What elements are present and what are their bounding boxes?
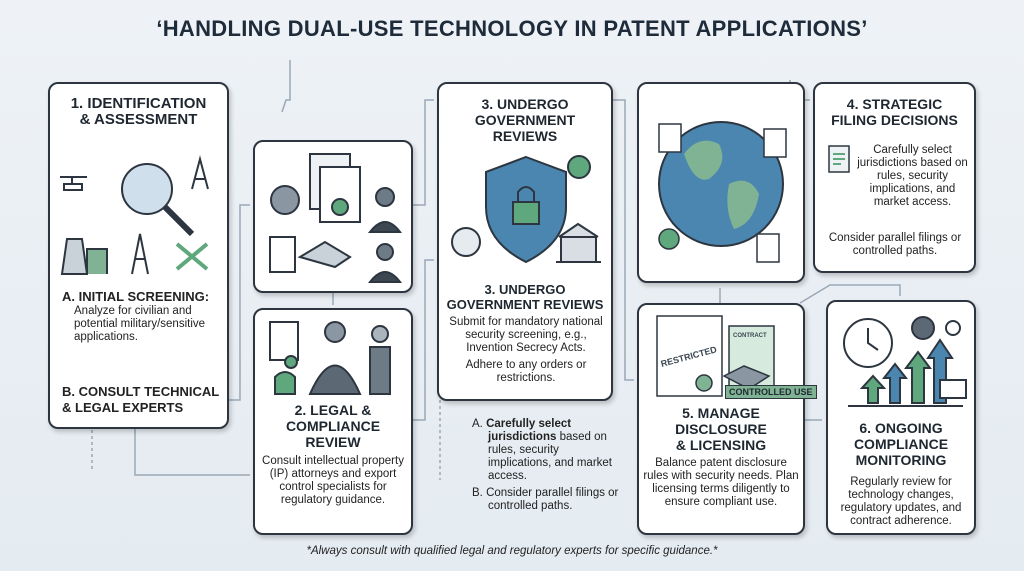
initial-screening-text: Analyze for civilian and potential milit… — [74, 305, 206, 343]
side-notes: A. Carefully select jurisdictions based … — [472, 418, 622, 517]
step3-title: 3. UNDERGO GOVERNMENT REVIEWS — [474, 96, 576, 144]
step5-card: RESTRICTED CONTRACT CONTROLLED USE 5. MA… — [637, 303, 817, 535]
contract-label: CONTRACT — [733, 333, 767, 339]
initial-screening-title: A. INITIAL SCREENING: — [62, 289, 210, 304]
shield-lock-icon — [451, 155, 601, 264]
step2-illustration-card — [253, 140, 413, 293]
side-note-a: A. Carefully select jurisdictions based … — [472, 418, 612, 482]
step2-card: 2. LEGAL & COMPLIANCE REVIEW Consult int… — [253, 308, 413, 535]
step2-text: Consult intellectual property (IP) attor… — [262, 455, 404, 506]
step2-title: 2. LEGAL & COMPLIANCE REVIEW — [285, 402, 381, 450]
screening-illustration-icon — [60, 155, 209, 275]
side-note-a-bold: Carefully select jurisdictions — [486, 418, 572, 443]
clock-gears-arrows-icon — [843, 316, 967, 407]
step3-subtitle: 3. UNDERGO GOVERNMENT REVIEWS — [446, 282, 604, 312]
step3-text2: Adhere to any orders or restrictions. — [465, 359, 587, 384]
contract-handshake-icon: RESTRICTED CONTRACT — [656, 315, 775, 397]
globe-icon — [658, 121, 787, 263]
legal-professionals-icon — [269, 321, 391, 395]
step4-card: 4. STRATEGIC FILING DECISIONS Carefully … — [813, 82, 976, 273]
controlled-use-label: CONTROLLED USE — [725, 385, 817, 399]
step3-card: 3. UNDERGO GOVERNMENT REVIEWS 3. UNDERGO… — [437, 82, 613, 401]
step4-title: 4. STRATEGIC FILING DECISIONS — [831, 96, 958, 128]
step3-text1: Submit for mandatory national security s… — [449, 316, 603, 354]
side-note-b: B. Consider parallel filings or controll… — [472, 487, 619, 512]
step5-text: Balance patent disclosure rules with sec… — [643, 457, 799, 508]
footer-disclaimer: *Always consult with qualified legal and… — [306, 545, 718, 557]
documents-handshake-icon — [269, 153, 403, 283]
step1-title: 1. IDENTIFICATION & ASSESSMENT — [70, 95, 207, 128]
step4-text1: Carefully select jurisdictions based on … — [857, 144, 968, 208]
step1-card: 1. IDENTIFICATION & ASSESSMENT A. INITIA… — [48, 82, 229, 429]
step5-title: 5. MANAGE DISCLOSURE & LICENSING — [675, 405, 767, 453]
globe-illustration-card — [637, 82, 805, 283]
document-checklist-icon — [828, 145, 850, 173]
step6-title: 6. ONGOING COMPLIANCE MONITORING — [853, 420, 949, 468]
step6-text: Regularly review for technology changes,… — [840, 476, 962, 527]
step6-card: 6. ONGOING COMPLIANCE MONITORING Regular… — [826, 300, 976, 535]
step4-text2: Consider parallel filings or controlled … — [828, 232, 962, 257]
page-title: ‘HANDLING DUAL-USE TECHNOLOGY IN PATENT … — [156, 16, 868, 41]
consult-experts-title: B. CONSULT TECHNICAL & LEGAL EXPERTS — [62, 384, 219, 415]
